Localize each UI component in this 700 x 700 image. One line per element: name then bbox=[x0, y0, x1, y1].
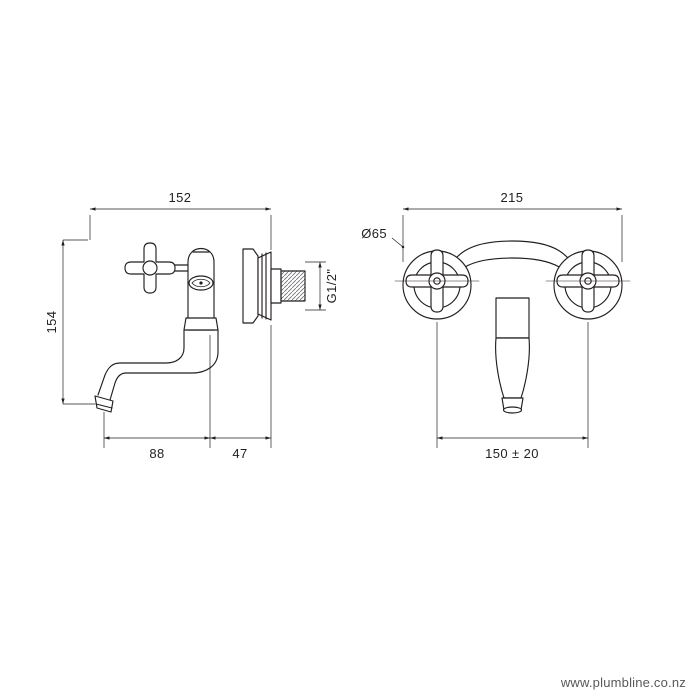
dimension-label-215: 215 bbox=[501, 190, 524, 205]
side-inlet-thread bbox=[270, 268, 306, 304]
side-wall-flange bbox=[242, 248, 272, 324]
front-left-handle bbox=[402, 249, 472, 320]
front-view-group bbox=[394, 240, 631, 414]
dimension-label-g12: G1/2" bbox=[324, 269, 339, 304]
side-spout bbox=[94, 329, 219, 413]
side-cross-handle bbox=[124, 242, 189, 294]
dimension-label-152: 152 bbox=[169, 190, 192, 205]
leader-line-d65 bbox=[391, 237, 405, 249]
dimension-label-154: 154 bbox=[44, 311, 59, 334]
side-view-group bbox=[94, 242, 306, 413]
watermark-url: www.plumbline.co.nz bbox=[560, 675, 686, 690]
dimension-label-88: 88 bbox=[149, 446, 164, 461]
dimension-label-47: 47 bbox=[232, 446, 247, 461]
dimension-label-150: 150 ± 20 bbox=[485, 446, 539, 461]
front-right-handle bbox=[553, 249, 623, 320]
side-view-dimensions bbox=[61, 207, 326, 448]
front-spout bbox=[495, 297, 530, 414]
side-body bbox=[183, 247, 219, 331]
front-view-dimensions bbox=[391, 207, 623, 448]
dimension-label-d65: Ø65 bbox=[361, 226, 387, 241]
